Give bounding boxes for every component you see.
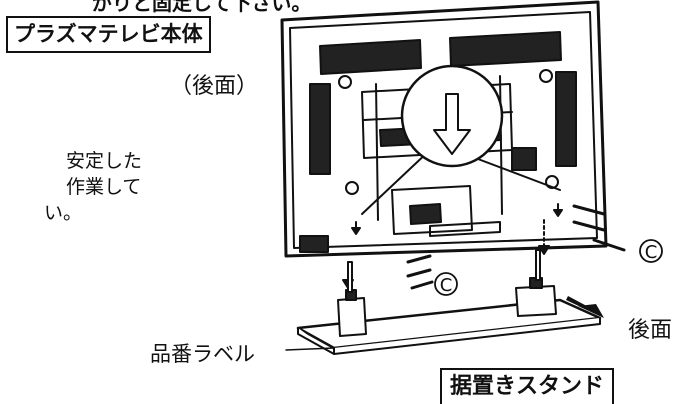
screws bbox=[406, 204, 626, 290]
label-pointer-line bbox=[285, 347, 335, 351]
stand-label: 据置きスタンド bbox=[440, 368, 615, 404]
magnifier-callout bbox=[361, 64, 561, 215]
side-note-line-2: 作業して bbox=[66, 176, 142, 198]
stand-base bbox=[296, 249, 602, 355]
rear-view-label: （後面） bbox=[170, 74, 259, 99]
model-label-sticker: 品番ラベル bbox=[150, 342, 255, 366]
screw-mark-group: C C bbox=[434, 239, 663, 296]
rear-label: 後面 bbox=[628, 318, 673, 343]
screw-mark-circle-lower bbox=[434, 272, 458, 296]
screw-mark-text-lower: C bbox=[440, 275, 453, 296]
rear-direction-arrow bbox=[566, 296, 604, 318]
screw-mark-text-right: C bbox=[645, 242, 658, 263]
screw-mark-circle-right bbox=[639, 239, 663, 263]
side-note-line-3: い。 bbox=[44, 202, 83, 224]
tv-body-label: プラズマテレビ本体 bbox=[6, 16, 211, 53]
header-partial-text: がりと固定して下さい。 bbox=[92, 0, 312, 15]
side-note-line-1: 安定した bbox=[66, 150, 143, 172]
